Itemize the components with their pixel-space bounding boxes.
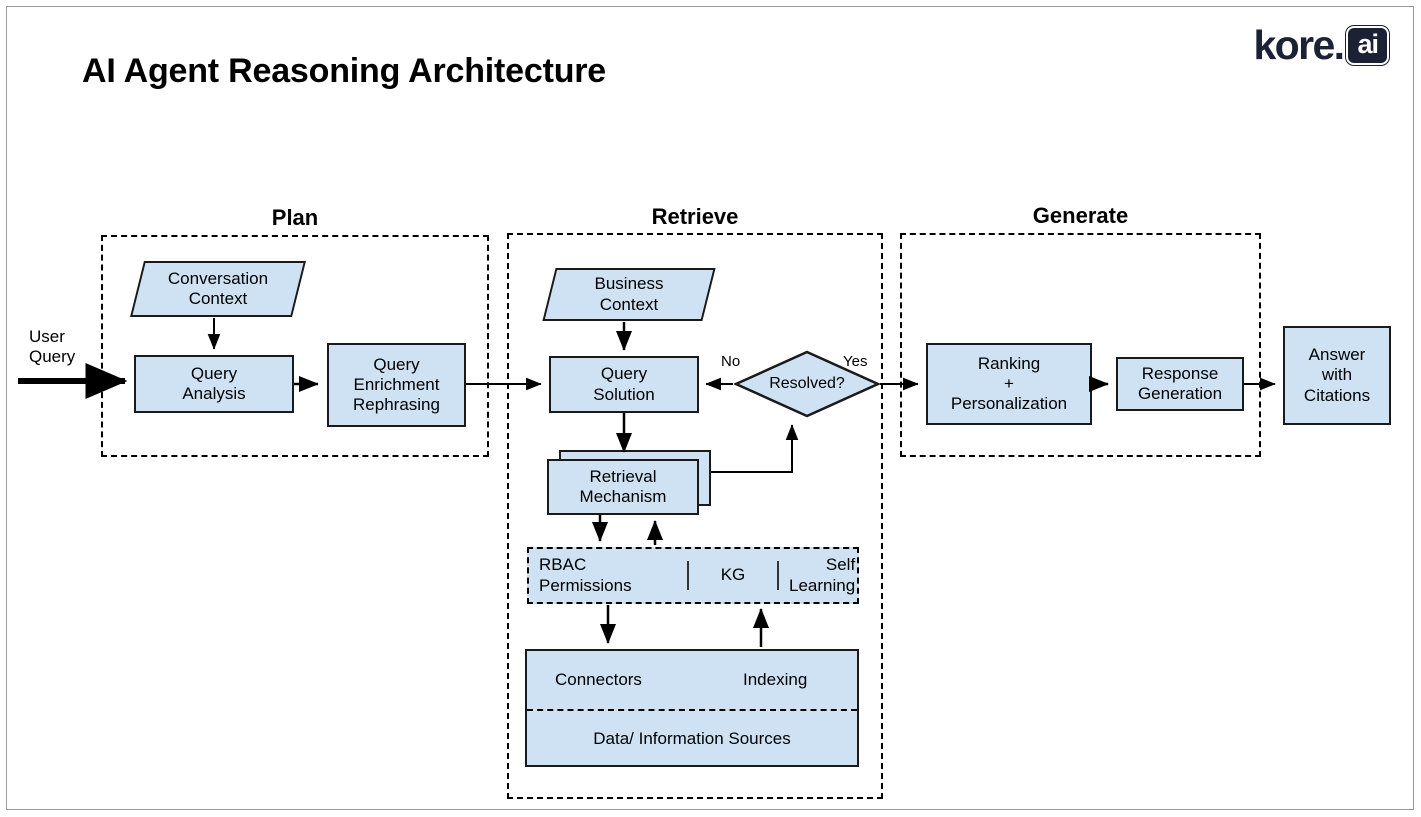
kore-ai-logo: kore. ai (1253, 22, 1389, 68)
strip-separator-1 (687, 561, 689, 590)
rbac-line-1: RBAC (539, 555, 587, 575)
node-ranking-personalization[interactable]: Ranking + Personalization (926, 343, 1092, 425)
response-generation-line-1: Response (1141, 363, 1219, 383)
user-query-line-2: Query (29, 347, 76, 367)
node-data-sources[interactable]: Connectors Indexing Data/ Information So… (525, 649, 859, 767)
ranking-line-2: + (1004, 373, 1014, 393)
group-label-plan: Plan (271, 205, 319, 230)
query-analysis-line-2: Analysis (182, 384, 246, 403)
query-analysis-line-1: Query (190, 363, 238, 383)
sources-top-row: Connectors Indexing (527, 651, 857, 711)
retrieval-mechanism-line-2: Mechanism (579, 487, 667, 506)
branch-label-no: No (721, 353, 741, 370)
user-query-line-1: User (29, 327, 65, 346)
business-context-line-2: Context (599, 294, 659, 314)
node-query-analysis[interactable]: Query Analysis (134, 355, 294, 413)
conversation-context-label: Conversation Context (137, 261, 299, 317)
resolved-label: Resolved? (769, 375, 845, 392)
query-solution-line-1: Query (600, 364, 648, 384)
node-response-generation[interactable]: Response Generation (1116, 357, 1244, 411)
conversation-context-line-2: Context (188, 289, 248, 308)
capabilities-strip: RBAC Permissions KG Self Learning (527, 547, 859, 604)
indexing-label: Indexing (743, 670, 808, 689)
self-learning-line-1: Self (825, 555, 856, 575)
connectors-label: Connectors (555, 670, 642, 689)
answer-line-1: Answer (1308, 345, 1366, 365)
user-query-label: User Query (29, 327, 75, 367)
node-query-enrichment-rephrasing[interactable]: Query Enrichment Rephrasing (327, 343, 466, 427)
answer-line-3: Citations (1303, 385, 1371, 405)
rbac-line-2: Permissions (539, 575, 632, 595)
retrieval-mechanism-line-1: Retrieval (589, 466, 657, 486)
capability-kg[interactable]: KG (689, 549, 777, 602)
logo-badge: ai (1346, 25, 1389, 65)
response-generation-line-2: Generation (1137, 384, 1223, 403)
strip-separator-2 (777, 561, 779, 590)
query-solution-line-2: Solution (593, 384, 655, 404)
business-context-line-1: Business (594, 274, 664, 294)
diamond-shape (734, 350, 880, 418)
branch-label-yes: Yes (843, 353, 868, 370)
group-label-generate: Generate (1032, 203, 1129, 228)
ranking-line-3: Personalization (950, 394, 1068, 414)
query-enrichment-line-3: Rephrasing (353, 395, 440, 415)
page-title: AI Agent Reasoning Architecture (82, 52, 607, 90)
self-learning-line-2: Learning (789, 575, 856, 595)
ranking-line-1: Ranking (977, 353, 1041, 373)
answer-line-2: with (1321, 365, 1353, 385)
node-business-context[interactable]: Business Context (542, 268, 716, 321)
node-resolved-decision[interactable]: Resolved? (734, 350, 880, 418)
node-conversation-context[interactable]: Conversation Context (130, 261, 306, 317)
group-retrieve (507, 233, 883, 799)
capability-rbac-permissions[interactable]: RBAC Permissions (529, 549, 687, 602)
query-enrichment-line-1: Query (373, 354, 420, 374)
logo-wordmark: kore. (1253, 21, 1345, 68)
node-retrieval-mechanism[interactable]: Retrieval Mechanism (547, 459, 699, 515)
group-label-retrieve: Retrieve (651, 204, 739, 229)
node-answer-with-citations[interactable]: Answer with Citations (1283, 326, 1391, 425)
group-generate (900, 233, 1261, 457)
data-information-sources-label: Data/ Information Sources (593, 729, 791, 748)
conversation-context-line-1: Conversation (167, 268, 269, 288)
query-enrichment-line-2: Enrichment (353, 374, 440, 394)
kg-label: KG (720, 565, 746, 585)
business-context-label: Business Context (549, 268, 709, 321)
capability-self-learning[interactable]: Self Learning (779, 549, 865, 602)
group-plan (101, 235, 489, 457)
node-query-solution[interactable]: Query Solution (549, 356, 699, 413)
